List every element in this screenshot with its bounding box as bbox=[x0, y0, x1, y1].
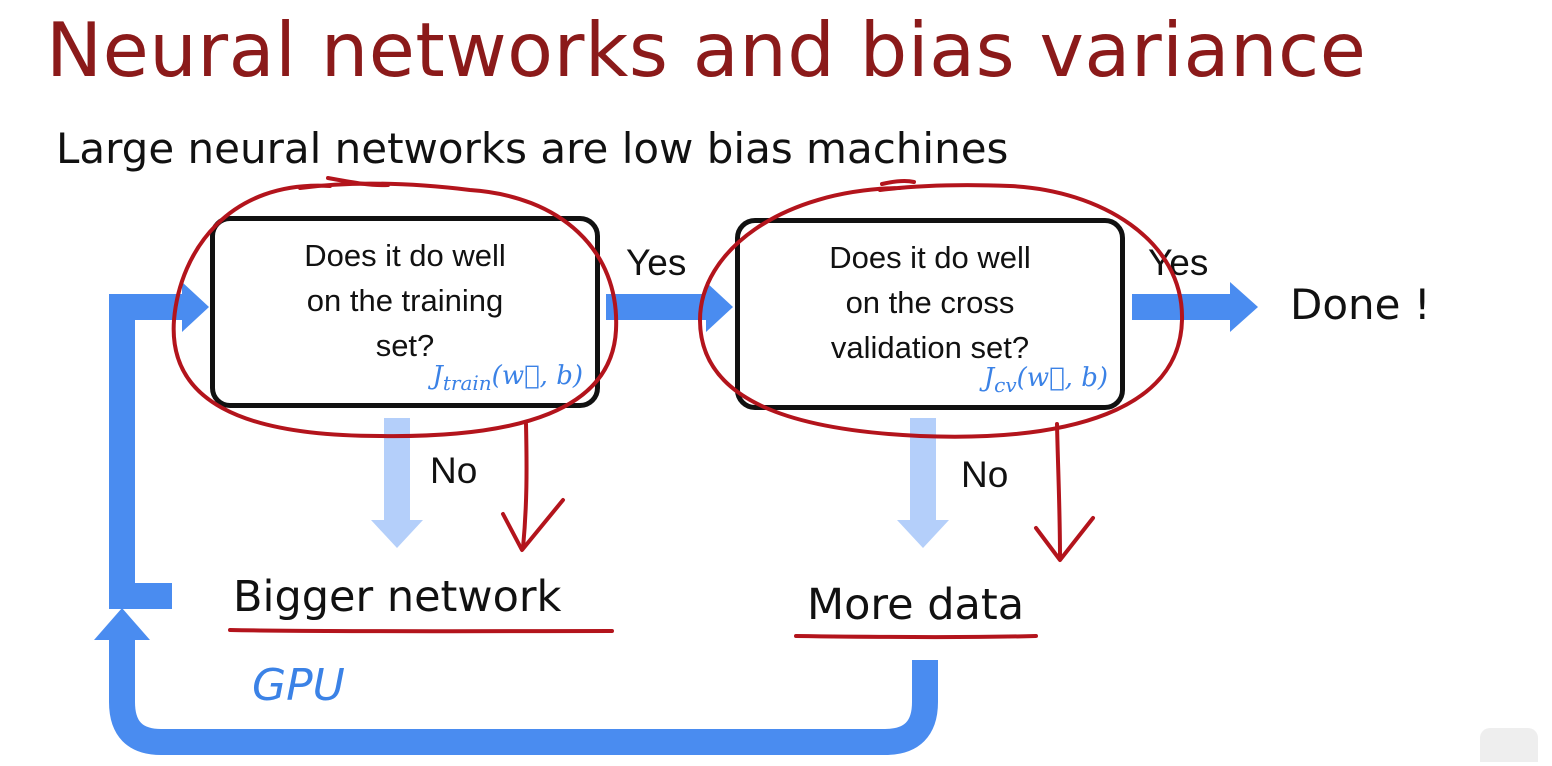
player-logo-icon bbox=[1480, 728, 1538, 762]
done-label: Done ! bbox=[1290, 280, 1431, 329]
ink-arrow-1-shaft bbox=[521, 422, 529, 550]
more-data-label: More data bbox=[807, 580, 1025, 630]
decision-box-cross-validation: Does it do well on the cross validation … bbox=[735, 218, 1125, 410]
no-label-2: No bbox=[961, 454, 1009, 495]
ink-underline-machines bbox=[880, 178, 916, 186]
no-label-1: No bbox=[430, 450, 478, 491]
yes-arrow-1 bbox=[606, 294, 710, 320]
gpu-annotation: GPU bbox=[252, 660, 345, 711]
decision-box-training: Does it do well on the training set? Jtr… bbox=[210, 216, 600, 408]
ink-underline-more-data bbox=[794, 634, 1038, 640]
slide-title: Neural networks and bias variance bbox=[46, 6, 1367, 94]
ink-underline-bigger-network bbox=[228, 628, 614, 634]
cross-validation-question: Does it do well on the cross validation … bbox=[829, 240, 1031, 365]
yes-arrow-1-head bbox=[706, 282, 733, 332]
ink-arrow-2-head bbox=[1034, 516, 1095, 562]
ink-underline-neural bbox=[326, 176, 390, 188]
slide-subtitle: Large neural networks are low bias machi… bbox=[56, 124, 1009, 173]
ink-arrow-1-head bbox=[501, 498, 565, 552]
ink-circle-box-2 bbox=[698, 183, 1185, 439]
ink-circle-box-1 bbox=[171, 181, 619, 439]
loop-arrow-more-data bbox=[109, 638, 938, 755]
yes-label-1: Yes bbox=[626, 242, 687, 283]
no-arrow-2-head bbox=[897, 520, 949, 548]
loop-arrow-bigger-network-head bbox=[182, 282, 209, 332]
training-question: Does it do well on the training set? bbox=[304, 238, 506, 363]
no-arrow-1-head bbox=[371, 520, 423, 548]
ink-arrow-2-shaft bbox=[1055, 422, 1062, 560]
loop-arrow-more-data-head bbox=[94, 608, 150, 640]
cv-cost-formula: Jcv(w⃗, b) bbox=[983, 362, 1108, 397]
training-cost-formula: Jtrain(w⃗, b) bbox=[432, 360, 583, 395]
yes-arrow-2-head bbox=[1230, 282, 1258, 332]
loop-arrow-bigger-network bbox=[109, 294, 185, 609]
bigger-network-label: Bigger network bbox=[233, 572, 562, 622]
